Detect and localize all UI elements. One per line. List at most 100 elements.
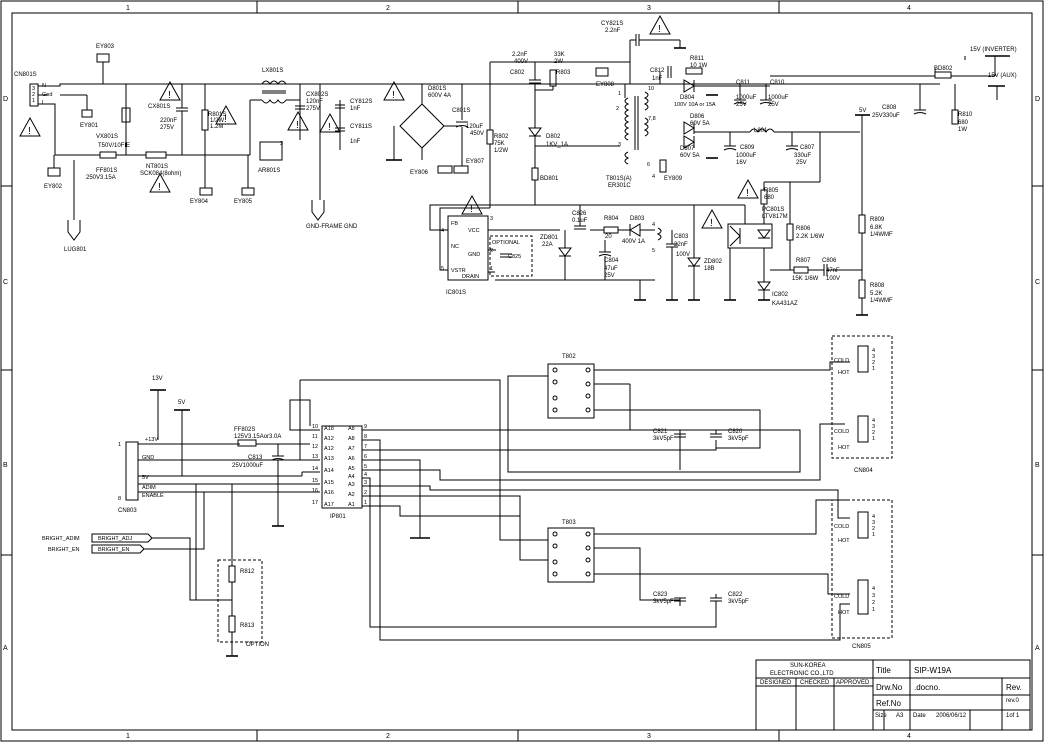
svg-text:1: 1 [118, 442, 121, 448]
svg-text:20: 20 [605, 234, 612, 240]
svg-text:5: 5 [652, 248, 655, 254]
cn801s-label: CN801S [14, 72, 37, 78]
svg-text:47uF: 47uF [604, 266, 618, 272]
svg-text:A17: A17 [324, 502, 334, 508]
svg-text:D806: D806 [690, 114, 705, 120]
svg-text:C823: C823 [653, 592, 668, 598]
svg-text:R811: R811 [690, 56, 705, 62]
svg-text:A6: A6 [348, 456, 355, 462]
warning-icon: ! [701, 208, 723, 229]
svg-text:D801S: D801S [428, 86, 446, 92]
svg-text:2: 2 [872, 360, 875, 366]
col-label-top-3: 3 [647, 5, 651, 12]
svg-text:C807: C807 [800, 145, 815, 151]
svg-text:C813: C813 [248, 455, 263, 461]
rev-label: Rev. [1006, 683, 1022, 692]
lx801s-choke [261, 80, 287, 85]
svg-text:R810: R810 [958, 112, 973, 118]
svg-text:CN805: CN805 [852, 644, 871, 650]
warning-icons: ! ! ! ! ! ! ! ! ! ! ! [19, 14, 759, 229]
svg-text:GND: GND [468, 252, 480, 258]
svg-text:275V: 275V [160, 125, 174, 131]
svg-text:2: 2 [872, 526, 875, 532]
t801s-primary [624, 97, 630, 141]
ip801-right-pins: A8 A8 A7 A6 A5 A4 A3 A2 A1 9 8 7 6 5 4 3… [348, 424, 367, 508]
svg-text:NC: NC [451, 244, 459, 250]
svg-text:R808: R808 [870, 283, 885, 289]
svg-text:EY802: EY802 [44, 184, 63, 190]
svg-text:GND: GND [142, 455, 154, 461]
col-label-top-4: 4 [907, 5, 911, 12]
svg-text:1: 1 [872, 436, 875, 442]
svg-text:EY807: EY807 [466, 159, 485, 165]
svg-text:EY803: EY803 [96, 44, 115, 50]
svg-text:BRIGHT_EN: BRIGHT_EN [98, 547, 130, 553]
svg-text:C802: C802 [510, 70, 525, 76]
svg-text:75K: 75K [494, 141, 505, 147]
svg-text:!: ! [168, 90, 171, 101]
svg-text:IP801: IP801 [330, 514, 346, 520]
hv-capacitors: C821 3kV5pF C820 3kV5pF C823 3kV5pF C822… [653, 429, 749, 620]
inverter-wiring: BRIGHT_ADJ BRIGHT_ADIM BRIGHT_EN BRIGHT_… [42, 375, 850, 657]
svg-text:4: 4 [872, 586, 875, 592]
svg-text:15K 1/6W: 15K 1/6W [792, 276, 819, 282]
r802-resistor [486, 129, 494, 145]
size-value: A3 [896, 713, 904, 719]
svg-text:3: 3 [872, 424, 875, 430]
ey808-pad [595, 67, 609, 77]
svg-text:1000uF: 1000uF [736, 153, 757, 159]
svg-text:6: 6 [364, 454, 367, 460]
svg-text:BD801: BD801 [540, 176, 559, 182]
svg-text:1: 1 [32, 98, 35, 104]
svg-text:ZD801: ZD801 [540, 235, 559, 241]
svg-text:!: ! [328, 122, 331, 133]
warning-icon: ! [19, 116, 41, 137]
svg-text:A8: A8 [348, 436, 355, 442]
svg-text:A14: A14 [324, 468, 334, 474]
date-label: Date [913, 713, 926, 719]
size-label: Size [875, 713, 887, 719]
svg-text:EY808: EY808 [596, 82, 615, 88]
svg-text:15V (INVERTER): 15V (INVERTER) [970, 47, 1017, 53]
svg-text:2.2K 1/6W: 2.2K 1/6W [796, 234, 824, 240]
ey809-pad [659, 159, 667, 173]
svg-text:A4: A4 [348, 474, 355, 480]
ac-input-section: CN801S 3 2 1 N Gnd L EY803 EY801 EY802 L… [14, 21, 1017, 253]
svg-text:VSTR: VSTR [451, 268, 466, 274]
svg-text:EY801: EY801 [80, 123, 99, 129]
svg-text:25V1000uF: 25V1000uF [232, 463, 263, 469]
svg-text:1000uF: 1000uF [736, 95, 757, 101]
d801s-bridge [399, 103, 445, 149]
svg-text:25V: 25V [604, 273, 615, 279]
svg-text:1/4WMF: 1/4WMF [870, 232, 893, 238]
aux-winding [656, 227, 662, 241]
svg-text:5: 5 [441, 266, 444, 272]
col-label-bottom-1: 1 [126, 733, 130, 740]
svg-text:C821: C821 [653, 429, 668, 435]
svg-text:100V 10A or 15A: 100V 10A or 15A [674, 102, 716, 108]
svg-text:FF802S: FF802S [234, 427, 255, 433]
svg-text:1: 1 [490, 266, 493, 272]
svg-text:A12: A12 [324, 436, 334, 442]
svg-text:PC801S: PC801S [762, 207, 784, 213]
r806-resistor [786, 223, 794, 241]
svg-text:4: 4 [441, 228, 444, 234]
svg-text:A12: A12 [324, 446, 334, 452]
col-label-bottom-3: 3 [647, 733, 651, 740]
svg-text:HOT: HOT [838, 445, 850, 451]
svg-text:VX801S: VX801S [96, 134, 118, 140]
svg-text:2: 2 [32, 92, 35, 98]
svg-text:!: ! [710, 218, 713, 229]
gnd-frame-symbol [311, 200, 325, 221]
svg-text:1: 1 [872, 366, 875, 372]
svg-text:1nF: 1nF [350, 139, 361, 145]
title-block: SUN-KOREA ELECTRONIC CO.,LTD DESIGNED CH… [755, 659, 1031, 731]
svg-text:HOT: HOT [838, 538, 850, 544]
feedback-section: IC801S FB NC VSTR VCC GND DRAIN 4 5 3 2 … [429, 132, 893, 316]
svg-text:680: 680 [764, 195, 775, 201]
svg-text:HOT: HOT [838, 370, 850, 376]
svg-text:C804: C804 [604, 258, 619, 264]
svg-text:4: 4 [652, 222, 655, 228]
svg-text:1: 1 [618, 91, 621, 97]
svg-text:CY821S: CY821S [601, 21, 623, 27]
